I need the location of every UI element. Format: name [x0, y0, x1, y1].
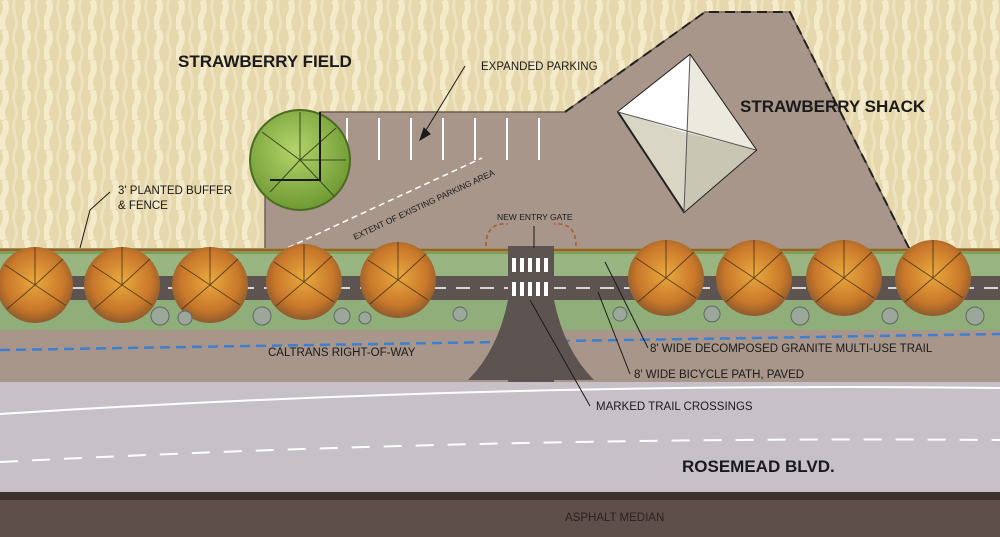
crosswalk: [512, 258, 548, 296]
planted-buffer-label-2: & FENCE: [118, 200, 168, 212]
parking-stalls: [346, 118, 540, 160]
parking-tree: [249, 109, 351, 211]
entry-gate: [485, 223, 577, 247]
granite-trail-label: 8' WIDE DECOMPOSED GRANITE MULTI-USE TRA…: [650, 343, 933, 355]
rosemead-road: [0, 382, 1000, 492]
strawberry-shack-roof: [616, 53, 758, 214]
caltrans-label: CALTRANS RIGHT-OF-WAY: [268, 347, 416, 359]
tree: [0, 247, 73, 323]
strawberry-shack-label: STRAWBERRY SHACK: [740, 97, 926, 116]
rosemead-label: ROSEMEAD BLVD.: [682, 457, 835, 476]
planted-buffer-label-1: 3' PLANTED BUFFER: [118, 185, 232, 197]
asphalt-median-label: ASPHALT MEDIAN: [565, 512, 664, 524]
strawberry-field-label: STRAWBERRY FIELD: [178, 52, 352, 71]
new-entry-gate-label: NEW ENTRY GATE: [497, 212, 573, 222]
bicycle-path-label: 8' WIDE BICYCLE PATH, PAVED: [634, 369, 804, 381]
expanded-parking-label: EXPANDED PARKING: [481, 61, 598, 73]
marked-crossings-label: MARKED TRAIL CROSSINGS: [596, 401, 753, 413]
shrubs: [150, 305, 985, 326]
leader-lines: [79, 65, 649, 407]
